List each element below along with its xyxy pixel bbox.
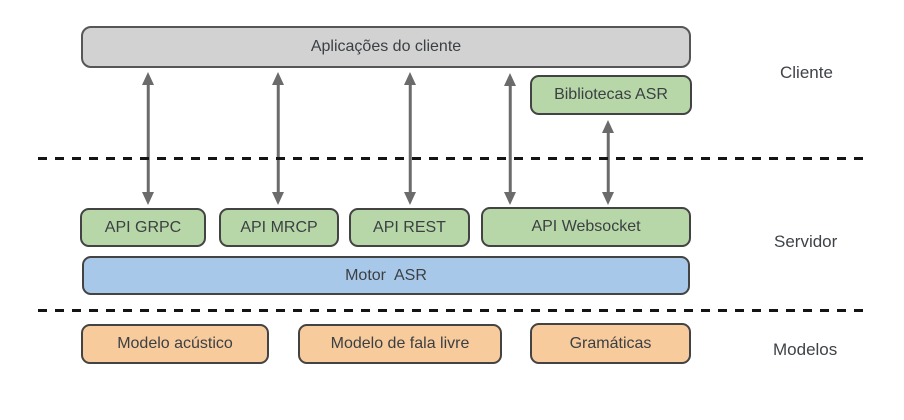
arrowhead-up-icon	[404, 72, 416, 85]
arrow-shaft	[276, 81, 280, 196]
asr-engine-label: Motor ASR	[345, 266, 427, 284]
arrow-client-to-grpc	[141, 72, 155, 205]
api-grpc-box: API GRPC	[80, 208, 206, 247]
arrow-shaft	[408, 81, 412, 196]
arrowhead-up-icon	[272, 72, 284, 85]
arrow-client-to-websocket	[503, 73, 517, 205]
asr-libraries-box: Bibliotecas ASR	[530, 75, 692, 115]
grammars-box: Gramáticas	[530, 323, 691, 364]
client-applications-label: Aplicações do cliente	[310, 38, 462, 55]
layer-label-client: Cliente	[780, 63, 833, 82]
arrowhead-down-icon	[404, 192, 416, 205]
arrowhead-up-icon	[504, 73, 516, 86]
asr-engine-box: Motor ASR	[82, 256, 690, 295]
arrowhead-up-icon	[602, 120, 614, 133]
arrowhead-down-icon	[602, 192, 614, 205]
api-websocket-box: API Websocket	[481, 207, 691, 247]
acoustic-model-label: Modelo acústico	[117, 335, 233, 352]
arrow-shaft	[146, 81, 150, 196]
api-rest-label: API REST	[373, 218, 446, 236]
api-rest-box: API REST	[349, 208, 470, 247]
grammars-label: Gramáticas	[569, 334, 652, 352]
arrowhead-down-icon	[272, 192, 284, 205]
layer-label-models: Modelos	[773, 340, 838, 359]
api-websocket-label: API Websocket	[531, 218, 641, 235]
api-mrcp-box: API MRCP	[219, 208, 339, 247]
arrowhead-down-icon	[504, 192, 516, 205]
client-applications-box: Aplicações do cliente	[81, 26, 691, 68]
arrow-shaft	[606, 129, 610, 196]
arrow-client-to-mrcp	[271, 72, 285, 205]
server-models-separator	[38, 309, 863, 312]
arrow-client-to-rest	[403, 72, 417, 205]
arrowhead-down-icon	[142, 192, 154, 205]
arrow-libraries-to-websocket	[601, 120, 615, 205]
acoustic-model-box: Modelo acústico	[81, 324, 269, 364]
asr-libraries-label: Bibliotecas ASR	[554, 86, 668, 103]
arrowhead-up-icon	[142, 72, 154, 85]
free-speech-model-label: Modelo de fala livre	[330, 335, 470, 352]
free-speech-model-box: Modelo de fala livre	[298, 324, 502, 364]
layer-label-server: Servidor	[774, 232, 838, 251]
arrow-shaft	[508, 82, 512, 196]
api-grpc-label: API GRPC	[104, 218, 182, 236]
api-mrcp-label: API MRCP	[240, 218, 318, 236]
client-server-separator	[38, 157, 864, 160]
